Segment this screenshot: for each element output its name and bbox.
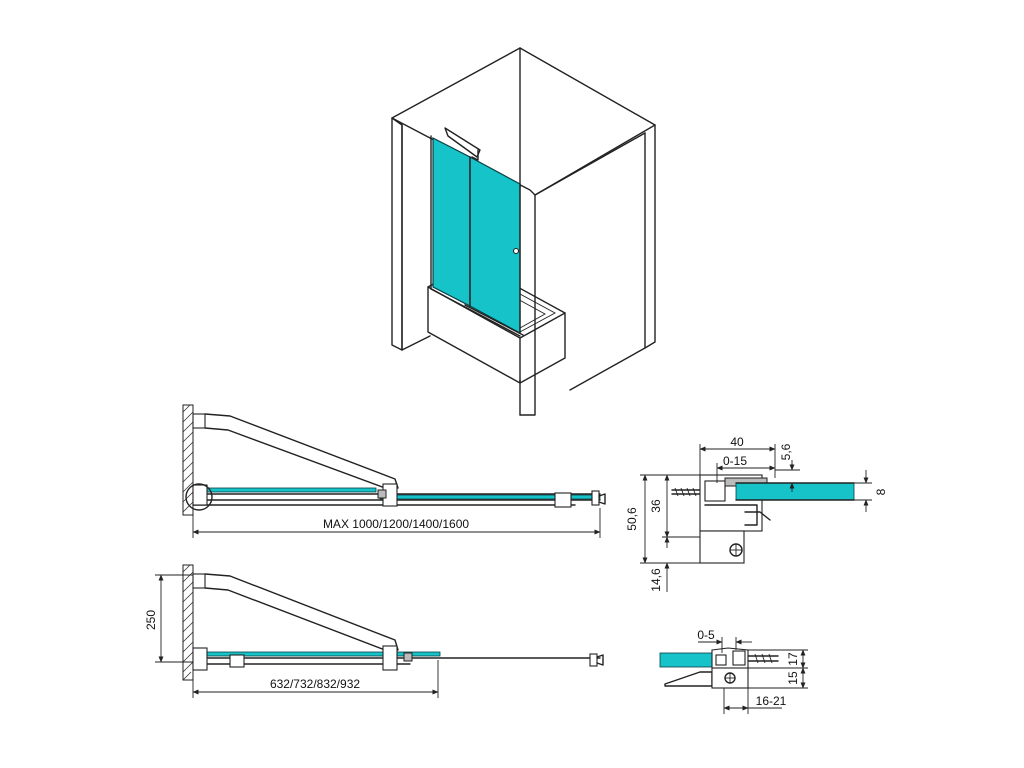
hinge-adjust-label: 0-5 bbox=[697, 628, 715, 642]
profile-detail: 40 0-15 5,6 8 36 50,6 14,6 bbox=[625, 435, 888, 592]
hinge-height-2-label: 15 bbox=[786, 671, 800, 685]
profile-width-label: 40 bbox=[730, 435, 744, 449]
fixed-width-label: 632/732/832/932 bbox=[270, 677, 360, 691]
bottom-height-label: 14,6 bbox=[649, 568, 663, 592]
offset-top-label: 5,6 bbox=[779, 443, 793, 460]
glass-thickness-label: 8 bbox=[874, 488, 888, 495]
max-width-label: MAX 1000/1200/1400/1600 bbox=[323, 517, 469, 531]
profile-height-label: 36 bbox=[649, 499, 663, 513]
adjust-range-label: 0-15 bbox=[723, 454, 747, 468]
plan-view-max-width: MAX 1000/1200/1400/1600 bbox=[182, 404, 606, 538]
hinge-detail: 0-5 17 15 16-21 bbox=[659, 628, 808, 714]
isometric-view bbox=[391, 47, 656, 416]
total-height-label: 50,6 bbox=[625, 507, 639, 531]
plan-view-fixed-width: 250 632/732/832/932 bbox=[144, 564, 604, 698]
hinge-depth-label: 16-21 bbox=[756, 694, 787, 708]
arm-height-label: 250 bbox=[144, 610, 158, 630]
hinge-height-1-label: 17 bbox=[786, 652, 800, 666]
